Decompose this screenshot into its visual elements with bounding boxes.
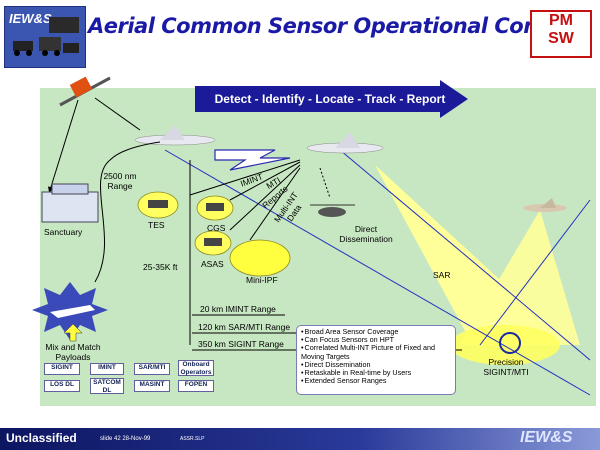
payload-los-dl: LOS DL: [44, 380, 80, 392]
altitude-label: 25-35K ft: [143, 262, 178, 272]
payload-up-arrow: [63, 323, 83, 342]
aircraft-right-icon: [523, 198, 567, 212]
iews-logo: IEW&S: [4, 6, 86, 68]
payload-sar-mti: SAR/MTI: [134, 363, 170, 375]
sar-range-label: 120 km SAR/MTI Range: [198, 322, 291, 332]
capability-item: Retaskable in Real-time by Users: [301, 368, 451, 377]
logo-left-text: IEW&S: [9, 11, 52, 26]
mix-match-label: Mix and Match Payloads: [45, 342, 101, 362]
tes-label: TES: [148, 220, 165, 230]
precision-label: Precision SIGINT/MTI: [483, 357, 529, 377]
sigint-range-label: 350 km SIGINT Range: [198, 339, 284, 349]
footer-logo: IEW&S: [520, 429, 573, 446]
sightline-1: [164, 149, 591, 396]
direct-dissemination-label: Direct Dissemination: [339, 224, 393, 244]
aircraft-center-icon: [306, 132, 384, 154]
logo-right-line2: SW: [548, 30, 574, 47]
asas-station-icon: [194, 230, 232, 256]
precision-target-icon: [499, 332, 521, 354]
range-curve: [94, 141, 161, 283]
sanctuary-label: Sanctuary: [44, 227, 83, 237]
satellite-icon: [59, 76, 111, 107]
precision-beam: [460, 210, 580, 345]
payload-sigint: SIGINT: [44, 363, 80, 375]
link-lightning: [214, 149, 291, 171]
process-arrow: [195, 80, 468, 118]
pmsw-logo: PM SW: [530, 10, 592, 58]
sar-label: SAR: [433, 270, 451, 280]
capabilities-box: Broad Area Sensor Coverage Can Focus Sen…: [296, 325, 456, 395]
capability-item: Extended Sensor Ranges: [301, 377, 451, 385]
sar-footprint: [450, 325, 560, 365]
page-title: Aerial Common Sensor Operational Concept: [88, 14, 588, 38]
sightline-2: [339, 149, 591, 361]
capability-item: Broad Area Sensor Coverage: [301, 327, 451, 336]
payload-aircraft-icon: [50, 305, 95, 318]
capability-item: Direct Dissemination: [301, 360, 451, 369]
imint-range-label: 20 km IMINT Range: [200, 304, 276, 314]
capability-item: Correlated Multi-INT Picture of Fixed an…: [301, 344, 451, 361]
footer-file: ASSR.SLP: [180, 436, 205, 442]
onboard-operators: Onboard Operators: [178, 360, 214, 376]
cgs-label: CGS: [207, 223, 226, 233]
payload-fopen: FOPEN: [178, 380, 214, 392]
asas-label: ASAS: [201, 259, 224, 269]
footer-meta: slide 42 28-Nov-99: [100, 436, 151, 442]
payload-satcom-dl: SATCOM DL: [90, 378, 124, 394]
logo-right-line1: PM: [549, 12, 573, 29]
footer-bar: [0, 428, 600, 450]
payload-imint: IMINT: [90, 363, 124, 375]
vehicles-icon: [13, 17, 79, 56]
range-label: 2500 nm Range: [103, 171, 137, 191]
tes-station-icon: [137, 191, 179, 219]
process-banner-text: Detect - Identify - Locate - Track - Rep…: [214, 92, 446, 106]
capabilities-list: Broad Area Sensor Coverage Can Focus Sen…: [301, 327, 451, 385]
sightline-3: [479, 199, 591, 346]
aircraft-left-icon: [134, 125, 216, 146]
mini-ipf-icon: [229, 239, 291, 277]
classification-label: Unclassified: [6, 431, 77, 445]
cgs-station-icon: [196, 195, 234, 221]
payload-masint: MASINT: [134, 380, 170, 392]
sanctuary-building-icon: [41, 183, 99, 223]
mini-ipf-label: Mini-IPF: [246, 275, 278, 285]
capability-item: Can Focus Sensors on HPT: [301, 335, 451, 344]
helicopter-icon: [310, 204, 355, 217]
